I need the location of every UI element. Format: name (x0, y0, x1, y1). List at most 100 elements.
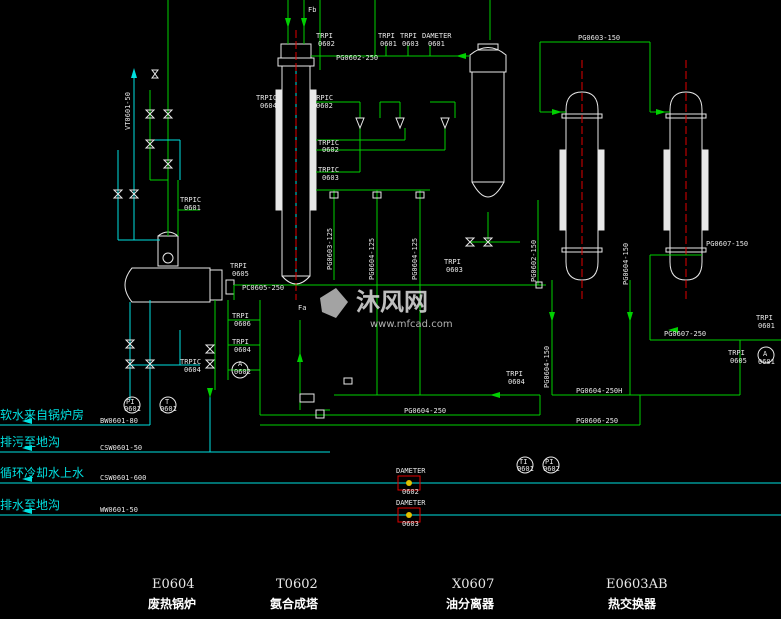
instrument-tag: TRPI (728, 349, 745, 357)
stream-label-cooling: 循环冷却水上水 (0, 466, 84, 480)
instrument-tag: Fa (298, 304, 306, 312)
valve-icon (124, 339, 136, 349)
arrow-left-icon (668, 327, 678, 333)
waste-heat-boiler (124, 231, 235, 303)
instrument-tag: 0604 (260, 102, 277, 110)
flow-arrows (22, 68, 137, 514)
instrument-tag: TRPI (400, 32, 417, 40)
arrow-down-icon (301, 18, 307, 28)
instrument-tag: A (238, 360, 243, 368)
valve-icon (144, 109, 156, 119)
instrument-tag: TRPIC (318, 166, 339, 174)
instrument-tag: 0605 (232, 270, 249, 278)
instrument-tag: 0604 (234, 346, 251, 354)
instrument-tag: 0605 (730, 357, 747, 365)
arrow-up-icon (131, 68, 137, 78)
line-label: PG0604-150 (622, 243, 630, 285)
valve-icon (128, 189, 140, 199)
instrument-tag: Fb (308, 6, 316, 14)
line-label: CSW0601-50 (100, 444, 142, 452)
stream-label-drain: 排污至地沟 (0, 435, 60, 449)
instrument-tag: 0601 (124, 405, 141, 413)
arrow-left-icon (22, 476, 32, 482)
instrument-tag: 0602 (543, 465, 560, 473)
equipment-code: E0604 (152, 577, 195, 592)
valve-icon (355, 117, 365, 130)
watermark-url: www.mfcad.com (370, 319, 453, 330)
line-label: PG0602-150 (530, 240, 538, 282)
valve-icon (395, 117, 405, 130)
process-arrows (207, 18, 678, 398)
instrument-tag: 0603 (446, 266, 463, 274)
instrument-tag: A (763, 350, 768, 358)
arrow-left-icon (22, 418, 32, 424)
valve-icon (204, 344, 216, 354)
instrument-tag: 0601 (758, 322, 775, 330)
arrow-up-icon (297, 352, 303, 362)
stream-label-drain-2: 排水至地沟 (0, 498, 60, 512)
line-label: PC0605-250 (242, 284, 284, 292)
instrument-tag: TRPIC (318, 139, 339, 147)
arrow-down-icon (207, 388, 213, 398)
line-label: PG0606-250 (576, 417, 618, 425)
instrument-tag: DAMETER (396, 499, 426, 507)
stream-label-soft-water: 软水来自锅炉房 (0, 407, 84, 422)
instrument-tag: DAMETER (422, 32, 452, 40)
equipment-code: X0607 (452, 577, 494, 592)
instrument-tag: 0601 (380, 40, 397, 48)
line-label: PG0607-250 (664, 330, 706, 338)
watermark-brand: 沐风网 (356, 288, 428, 316)
stream-labels: 软水来自锅炉房 排污至地沟 循环冷却水上水 排水至地沟 (0, 407, 84, 512)
equipment-name: 废热锅炉 (148, 596, 196, 611)
damper-markers (397, 475, 421, 523)
arrow-left-icon (22, 445, 32, 451)
instrument-bubbles (123, 346, 775, 474)
line-label: PG0604-125 (411, 238, 419, 280)
equipment-name: 热交换器 (608, 596, 657, 611)
instrument-tag: TRPIC (180, 358, 201, 366)
valve-icon (162, 159, 174, 169)
arrow-down-icon (285, 18, 291, 28)
process-lines (149, 0, 781, 426)
arrow-left-icon (22, 508, 32, 514)
instrument-tag: TI (519, 458, 527, 466)
instrument-tag: T (165, 398, 170, 406)
equipment-name: 氨合成塔 (270, 596, 319, 611)
arrow-right-icon (656, 109, 666, 115)
line-label: PG0603-125 (326, 228, 334, 270)
oil-separator (469, 43, 507, 198)
instrument-tag: 0604 (508, 378, 525, 386)
line-label: PG0602-250 (336, 54, 378, 62)
instrument-tags: TRPI 0602 TRPI 0601 TRPI 0603 DAMETER 06… (124, 6, 775, 528)
equipment-legend: E0604 废热锅炉 T0602 氨合成塔 X0607 油分离器 E0603AB… (148, 577, 668, 611)
line-label: PG0604-150 (543, 346, 551, 388)
instrument-tag: 0606 (234, 320, 251, 328)
instrument-tag: TRPI (316, 32, 333, 40)
instrument-tag: 0602 (234, 368, 251, 376)
instrument-tag: DAMETER (396, 467, 426, 475)
line-label: WW0601-50 (100, 506, 138, 514)
valve-icon (162, 109, 174, 119)
valve-icon (144, 139, 156, 149)
equipment-name: 油分离器 (446, 596, 495, 611)
instrument-tag: 0602 (316, 102, 333, 110)
instrument-tag: 0604 (184, 366, 201, 374)
line-labels: PG0602-250 PG0603-150 VT0601-50 PC0605-2… (100, 34, 748, 514)
instrument-tag: TRPI (378, 32, 395, 40)
arrow-left-icon (490, 392, 500, 398)
line-label: CSW0601-600 (100, 474, 146, 482)
valve-icon (144, 359, 156, 369)
instrument-tag: 0601 (160, 405, 177, 413)
instrument-tag: TRPI (506, 370, 523, 378)
instrument-tag: 0602 (402, 488, 419, 496)
valve-icon (204, 359, 216, 369)
instrument-tag: TRPI (230, 262, 247, 270)
valve-icon (482, 237, 494, 247)
instrument-tag: TRPIC (180, 196, 201, 204)
instrument-tag: 0602 (318, 40, 335, 48)
watermark: 沐风网 www.mfcad.com (320, 288, 453, 330)
equipment-code: E0603AB (606, 577, 668, 592)
instrument-tag: TRPIC (256, 94, 277, 102)
instrument-tag: TRPI (756, 314, 773, 322)
